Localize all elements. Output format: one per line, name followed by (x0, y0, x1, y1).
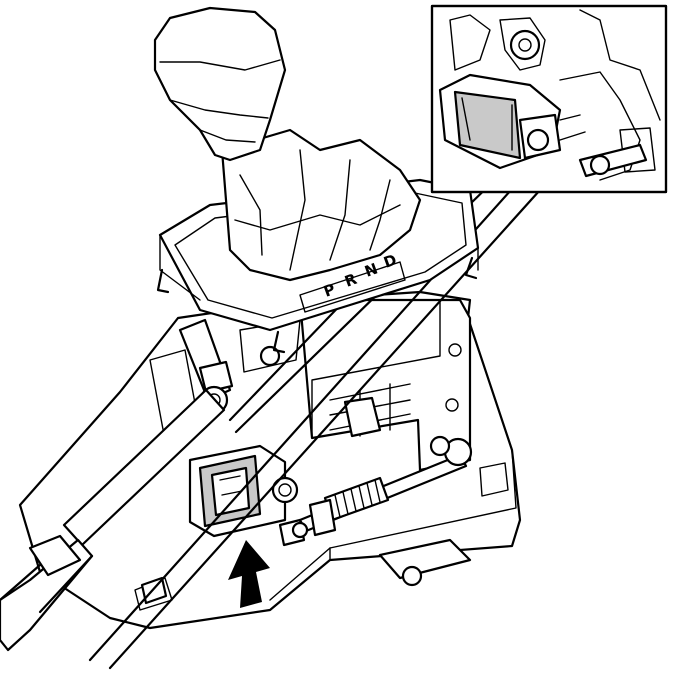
shift-rod (278, 435, 473, 547)
shift-cable (0, 388, 226, 652)
arrow-up-icon (228, 540, 270, 608)
trim-clips (156, 256, 478, 354)
gear-letter-n: N (362, 260, 380, 281)
gear-letter-d: D (381, 251, 399, 272)
detail-inset (430, 4, 668, 194)
gear-boot (220, 128, 422, 282)
gear-knob (153, 6, 287, 162)
selector-frame (149, 298, 472, 472)
